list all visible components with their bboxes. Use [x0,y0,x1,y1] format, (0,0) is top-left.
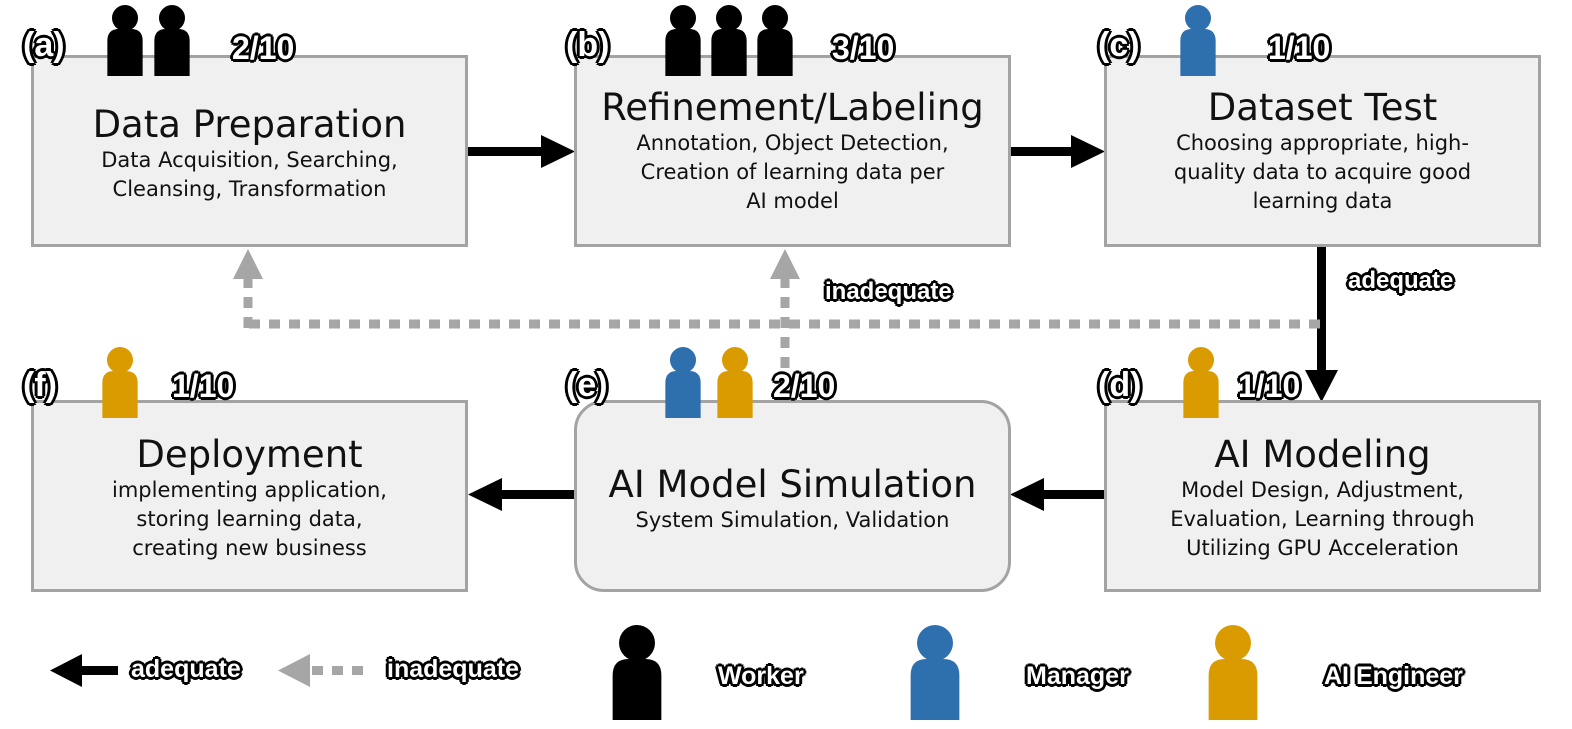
flow-label-adequate: adequate [1348,267,1454,294]
legend-worker-label: Worker [718,662,804,690]
stage-ratio-a: 2/10 [232,30,295,66]
stage-ratio-c: 1/10 [1268,30,1331,66]
stage-ratio-d: 1/10 [1238,368,1301,404]
stage-title-d: AI Modeling [1214,433,1431,476]
stage-box-f: Deployment implementing application, sto… [31,400,468,592]
legend-manager-icon [906,624,964,724]
arrow-c-to-d [1305,247,1338,402]
arrow-e-to-f [468,478,575,511]
stage-letter-d: (d) [1098,366,1142,404]
legend-adequate-label: adequate [131,655,241,683]
arrow-b-to-c [1010,135,1105,168]
legend-engineer-icon [1204,624,1262,724]
legend-inadequate-label: inadequate [387,655,519,683]
stage-subtitle-c: Choosing appropriate, high- quality data… [1173,131,1472,213]
stage-ratio-e: 2/10 [773,368,836,404]
stage-letter-f: (f) [23,366,57,404]
stage-letter-c: (c) [1098,26,1140,64]
stage-title-b: Refinement/Labeling [601,86,984,129]
engineer-icon [99,346,141,422]
stage-letter-a: (a) [23,26,65,64]
stage-subtitle-f: implementing application, storing learni… [112,478,387,560]
inadequate-arrowhead-a [233,249,263,279]
legend-engineer-label: AI Engineer [1324,662,1463,690]
stage-subtitle-d: Model Design, Adjustment, Evaluation, Le… [1170,478,1475,560]
stage-title-e: AI Model Simulation [608,463,977,506]
worker-icon [708,4,750,80]
inadequate-arrowhead-b [770,249,800,279]
manager-icon [662,346,704,422]
worker-icon [662,4,704,80]
stage-ratio-f: 1/10 [172,368,235,404]
stage-box-d: AI Modeling Model Design, Adjustment, Ev… [1104,400,1541,592]
stage-letter-e: (e) [566,366,608,404]
engineer-icon [1180,346,1222,422]
legend-worker-icon [608,624,666,724]
stage-title-f: Deployment [136,433,363,476]
stage-subtitle-b: Annotation, Object Detection, Creation o… [636,131,949,213]
engineer-icon [714,346,756,422]
worker-icon [151,4,193,80]
arrow-a-to-b [467,135,575,168]
worker-icon [104,4,146,80]
legend-manager-label: Manager [1026,662,1129,690]
legend-dashed-arrow [278,654,372,687]
stage-subtitle-e: System Simulation, Validation [635,508,950,532]
flow-label-inadequate: inadequate [825,278,952,305]
stage-ratio-b: 3/10 [832,30,895,66]
inadequate-feedback-path [243,277,1320,368]
stage-title-c: Dataset Test [1207,86,1438,129]
stage-letter-b: (b) [566,26,610,64]
stage-subtitle-a: Data Acquisition, Searching, Cleansing, … [101,148,398,201]
arrow-d-to-e [1010,478,1105,511]
stage-title-a: Data Preparation [92,103,407,146]
worker-icon [754,4,796,80]
stage-box-e: AI Model Simulation System Simulation, V… [574,400,1011,592]
manager-icon [1177,4,1219,80]
legend-solid-arrow [50,654,118,687]
stage-box-b: Refinement/Labeling Annotation, Object D… [574,55,1011,247]
stage-box-c: Dataset Test Choosing appropriate, high-… [1104,55,1541,247]
stage-box-a: Data Preparation Data Acquisition, Searc… [31,55,468,247]
